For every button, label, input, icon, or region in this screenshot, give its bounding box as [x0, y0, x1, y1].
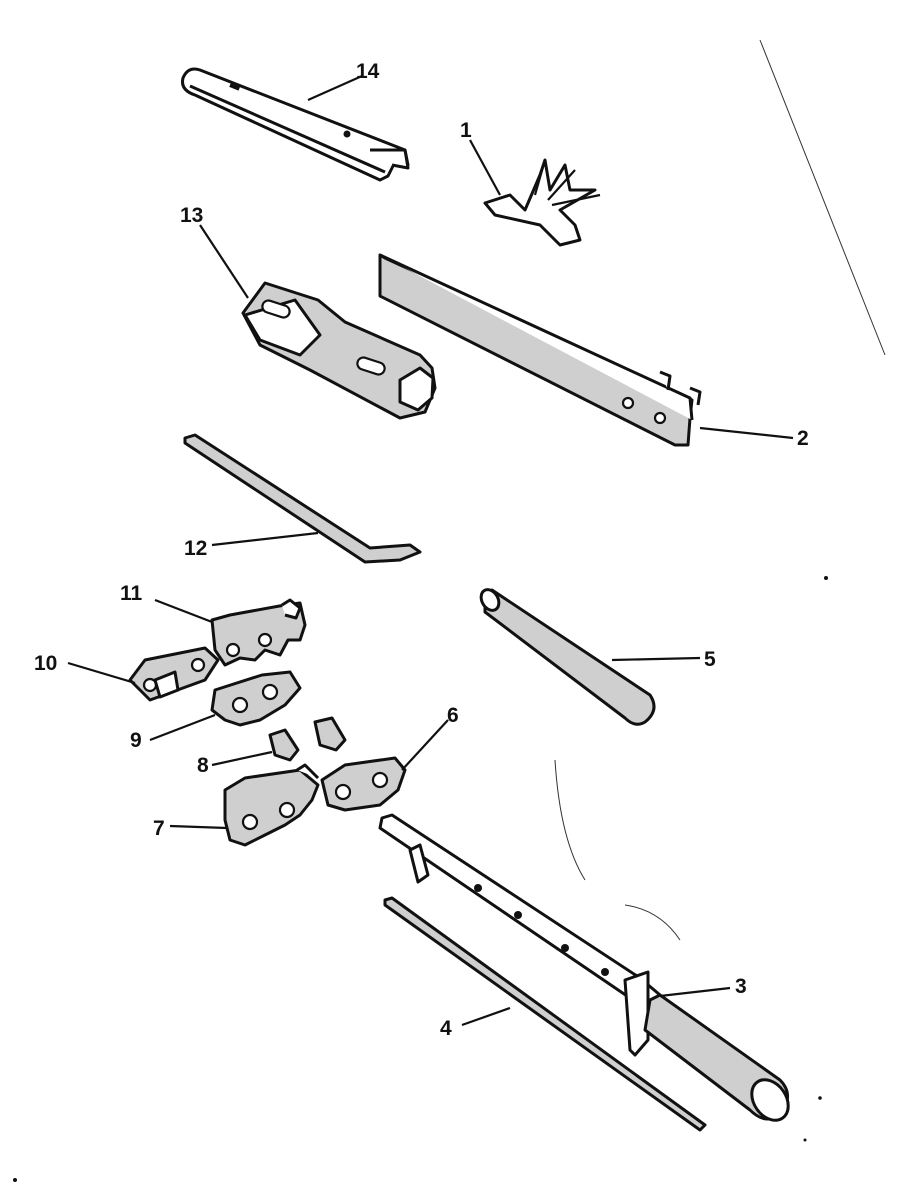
callout-11: 11 [120, 582, 143, 605]
callout-8: 8 [197, 754, 209, 777]
callout-3: 3 [735, 975, 747, 998]
callout-9: 9 [130, 729, 142, 752]
leader-13 [199, 224, 249, 299]
part-10-side-link [128, 646, 220, 702]
callout-5: 5 [704, 648, 716, 671]
callout-14: 14 [356, 60, 380, 83]
callout-1: 1 [460, 119, 472, 142]
part-3-file-guide [378, 813, 790, 1122]
callout-12: 12 [184, 537, 207, 560]
leader-9 [149, 713, 216, 742]
part-5-round-file [479, 588, 656, 726]
callout-7: 7 [153, 817, 165, 840]
leader-lines [67, 74, 794, 1027]
part-6-side-link [320, 756, 407, 812]
leader-4 [461, 1006, 511, 1027]
part-14-wrench [181, 67, 410, 182]
callouts: 14 1 13 2 12 11 10 9 8 7 6 5 3 4 [34, 60, 809, 1040]
part-2-bar-plate [378, 253, 702, 447]
leader-2 [699, 426, 794, 440]
leader-12 [211, 531, 319, 547]
leader-14 [307, 74, 363, 102]
part-1-clips [483, 158, 601, 247]
leader-10 [67, 661, 136, 685]
leader-3 [659, 986, 731, 998]
callout-4: 4 [440, 1017, 452, 1040]
part-13-socket-wrench [241, 281, 437, 420]
part-8-rivets [268, 716, 347, 762]
leader-7 [169, 824, 228, 830]
leader-5 [611, 656, 701, 662]
leader-1 [469, 139, 501, 196]
leader-11 [154, 598, 213, 624]
callout-13: 13 [180, 204, 203, 227]
callout-10: 10 [34, 652, 57, 675]
callout-2: 2 [797, 427, 809, 450]
leader-8 [211, 750, 273, 767]
callout-6: 6 [447, 704, 459, 727]
leader-6 [401, 719, 449, 771]
part-12-hex-key [183, 433, 422, 564]
scan-artifacts [13, 39, 886, 1182]
part-4-file-rod [383, 896, 707, 1132]
part-11-drive-link [210, 598, 307, 667]
part-7-cutter-link [223, 763, 320, 847]
part-9-side-link [210, 670, 302, 727]
